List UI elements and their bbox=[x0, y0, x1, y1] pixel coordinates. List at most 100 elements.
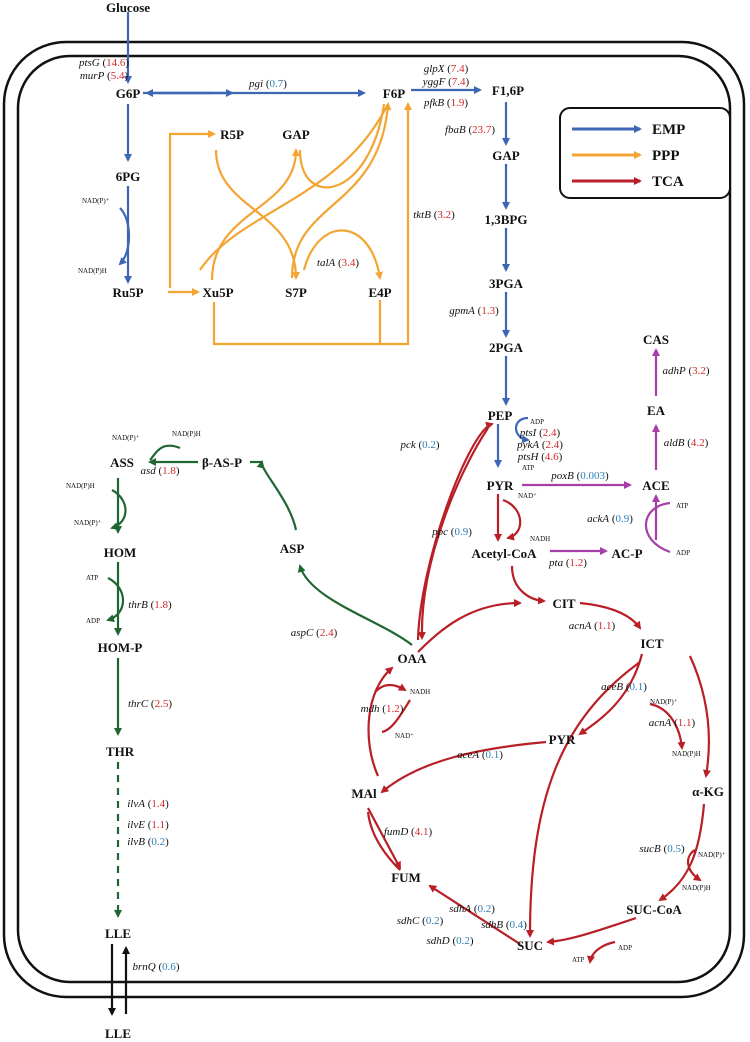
gene-ptsi: ptsI (2.4) bbox=[519, 427, 561, 439]
legend-ppp-label: PPP bbox=[652, 148, 680, 164]
metabolite-labels: Glucose G6P F6P F1,6P 6PG R5P GAP Ru5P X… bbox=[98, 0, 724, 1041]
cofactor-adp-ace: ADP bbox=[676, 549, 690, 557]
gene-pta: pta (1.2) bbox=[548, 557, 587, 569]
gene-ppc: ppc (0.9) bbox=[431, 526, 472, 538]
metabolite-ass: ASS bbox=[110, 455, 134, 470]
metabolite-ace: ACE bbox=[642, 478, 669, 493]
metabolite-acp: AC-P bbox=[611, 546, 642, 561]
legend-tca-label: TCA bbox=[652, 174, 684, 190]
metabolite-g6p: G6P bbox=[116, 86, 141, 101]
metabolite-suc: SUC bbox=[517, 938, 543, 953]
gene-adhp: adhP (3.2) bbox=[662, 365, 709, 377]
acetate-arrows bbox=[522, 348, 671, 555]
cofactor-nadph-asd: NAD(P)H bbox=[172, 430, 201, 438]
gene-sdha: sdhA (0.2) bbox=[449, 903, 495, 915]
gene-aldb: aldB (4.2) bbox=[664, 437, 709, 449]
gene-acka: ackA (0.9) bbox=[587, 513, 633, 525]
gene-poxb: poxB (0.003) bbox=[550, 470, 609, 482]
cofactor-adp-suc: ADP bbox=[618, 944, 632, 952]
gene-glpx: glpX (7.4) bbox=[424, 63, 469, 75]
cell-inner-membrane bbox=[16, 54, 732, 984]
cofactor-nadph-sucb: NAD(P)H bbox=[682, 884, 711, 892]
gene-sdhd: sdhD (0.2) bbox=[426, 935, 473, 947]
metabolite-suc-coa: SUC-CoA bbox=[626, 902, 682, 917]
legend: EMP PPP TCA bbox=[559, 107, 731, 199]
gene-acna-ict: acnA (1.1) bbox=[649, 717, 696, 729]
metabolite-pep: PEP bbox=[488, 408, 513, 423]
metabolite-6pg: 6PG bbox=[116, 169, 141, 184]
metabolite-e4p: E4P bbox=[368, 285, 391, 300]
gene-mdh: mdh (1.2) bbox=[361, 703, 404, 715]
metabolite-bas-p: β-AS-P bbox=[202, 455, 242, 470]
gene-acna-cit: acnA (1.1) bbox=[569, 620, 616, 632]
metabolite-asp: ASP bbox=[280, 541, 305, 556]
gene-thrc: thrC (2.5) bbox=[128, 698, 172, 710]
legend-emp-label: EMP bbox=[652, 122, 685, 138]
metabolite-f6p: F6P bbox=[383, 86, 405, 101]
metabolite-xu5p: Xu5P bbox=[202, 285, 233, 300]
metabolite-mal: MAl bbox=[351, 786, 377, 801]
gene-tktb: tktB (3.2) bbox=[413, 209, 455, 221]
gene-ilva: ilvA (1.4) bbox=[127, 798, 169, 810]
metabolite-s7p: S7P bbox=[285, 285, 307, 300]
cofactor-atp-ace: ATP bbox=[676, 502, 689, 510]
metabolite-fum: FUM bbox=[391, 870, 421, 885]
metabolite-oaa: OAA bbox=[398, 651, 428, 666]
ppp-arrows bbox=[168, 102, 412, 346]
gene-aspc: aspC (2.4) bbox=[291, 627, 338, 639]
metabolite-3pga: 3PGA bbox=[489, 276, 524, 291]
tca-arrows bbox=[366, 421, 711, 964]
gene-labels: ptsG (14.6) murP (5.4) pgi (0.7) glpX (7… bbox=[78, 57, 710, 973]
metabolite-r5p: R5P bbox=[220, 127, 244, 142]
cofactor-nadp-plus-acna: NAD(P)⁺ bbox=[650, 698, 678, 706]
metabolite-lle-in: LLE bbox=[105, 926, 131, 941]
cofactor-labels: NAD(P)⁺ NAD(P)H ADP ATP NAD⁺ NADH ATP AD… bbox=[66, 197, 726, 964]
metabolite-pyr: PYR bbox=[487, 478, 514, 493]
cofactor-atp-pep: ATP bbox=[522, 464, 535, 472]
cofactor-nadp-plus-ppp: NAD(P)⁺ bbox=[82, 197, 110, 205]
gene-ptsg: ptsG (14.6) bbox=[78, 57, 129, 69]
cofactor-adp-pep: ADP bbox=[530, 418, 544, 426]
gene-gpma: gpmA (1.3) bbox=[449, 305, 499, 317]
emp-arrows bbox=[118, 12, 530, 468]
gene-sucb: sucB (0.5) bbox=[639, 843, 685, 855]
threonine-arrows bbox=[106, 444, 413, 918]
cofactor-nad-plus-pyr: NAD⁺ bbox=[518, 492, 537, 500]
cell-outer-membrane bbox=[2, 40, 746, 999]
metabolite-cas: CAS bbox=[643, 332, 669, 347]
cofactor-nadp-plus-asd: NAD(P)⁺ bbox=[112, 434, 140, 442]
gene-thrb: thrB (1.8) bbox=[128, 599, 172, 611]
cofactor-nadph-hom: NAD(P)H bbox=[66, 482, 95, 490]
metabolite-lle-out: LLE bbox=[105, 1026, 131, 1041]
metabolite-pyr2: PYR bbox=[549, 732, 576, 747]
gene-pck: pck (0.2) bbox=[399, 439, 439, 451]
metabolite-13bpg: 1,3BPG bbox=[485, 212, 528, 227]
legend-box bbox=[559, 107, 731, 199]
gene-sdhb: sdhB (0.4) bbox=[481, 919, 527, 931]
gene-pgi: pgi (0.7) bbox=[248, 78, 287, 90]
cofactor-atp-thrb: ATP bbox=[86, 574, 99, 582]
gene-brnq: brnQ (0.6) bbox=[132, 961, 179, 973]
metabolite-cit: CIT bbox=[552, 596, 575, 611]
gene-aceb: aceB (0.1) bbox=[601, 681, 647, 693]
gene-murp: murP (5.4) bbox=[80, 70, 129, 82]
gene-tala: talA (3.4) bbox=[317, 257, 360, 269]
cofactor-adp-thrb: ADP bbox=[86, 617, 100, 625]
metabolite-glucose: Glucose bbox=[106, 0, 150, 15]
metabolite-ict: ICT bbox=[640, 636, 663, 651]
metabolite-ru5p: Ru5P bbox=[112, 285, 143, 300]
metabolite-gap: GAP bbox=[492, 148, 520, 163]
lle-transport-arrows bbox=[108, 944, 130, 1016]
cofactor-nadp-plus-hom: NAD(P)⁺ bbox=[74, 519, 102, 527]
gene-sdhc: sdhC (0.2) bbox=[397, 915, 444, 927]
gene-fbab: fbaB (23.7) bbox=[445, 124, 495, 136]
metabolite-f16p: F1,6P bbox=[492, 83, 524, 98]
metabolite-thr: THR bbox=[106, 744, 135, 759]
metabolite-hom: HOM bbox=[104, 545, 137, 560]
cofactor-nadh-mdh: NADH bbox=[410, 688, 430, 696]
gene-yggf: yggF (7.4) bbox=[422, 76, 470, 88]
metabolite-2pga: 2PGA bbox=[489, 340, 524, 355]
gene-pfkb: pfkB (1.9) bbox=[423, 97, 468, 109]
gene-ilvb: ilvB (0.2) bbox=[127, 836, 169, 848]
